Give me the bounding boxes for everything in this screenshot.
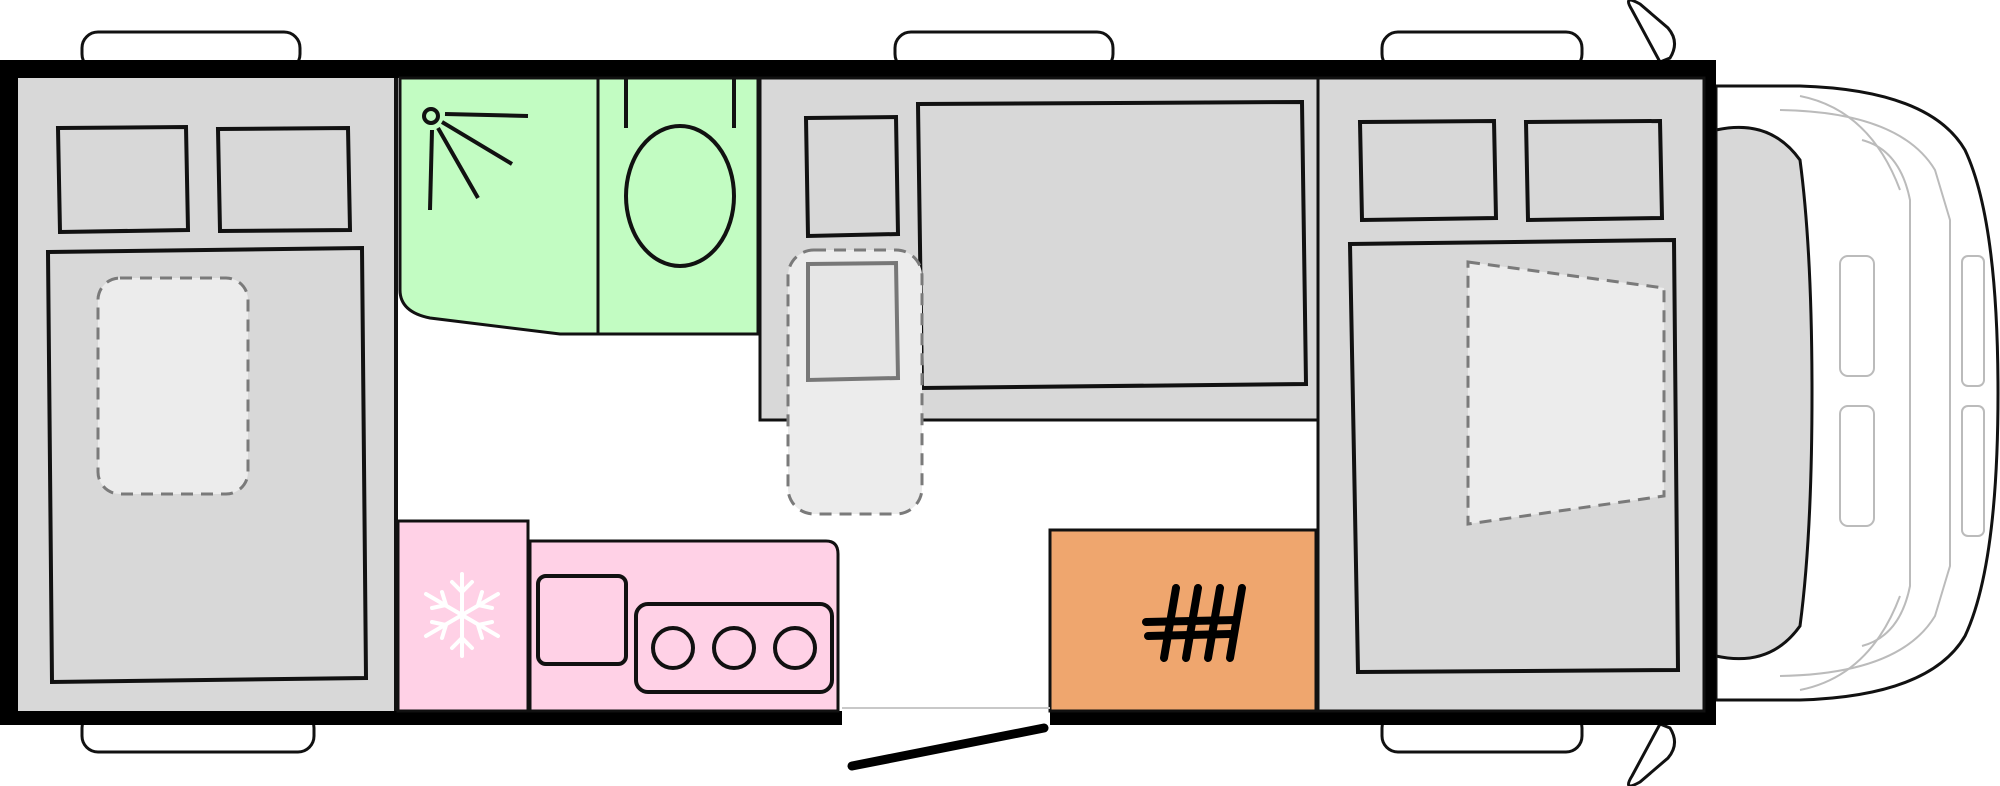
pillow [215, 125, 353, 234]
seating-icon [803, 114, 901, 239]
entrance-door [842, 707, 1050, 771]
door-icon [847, 723, 1049, 771]
rear-bed [18, 78, 398, 711]
shower-icon [422, 107, 529, 211]
shower [398, 76, 600, 336]
snowflake-icon [424, 572, 500, 658]
pillow [1357, 118, 1499, 223]
pillow [55, 124, 191, 235]
mirror-icon [1626, 0, 1676, 786]
kitchen [528, 539, 840, 713]
toilet [596, 76, 760, 336]
sink-icon [536, 574, 628, 666]
table-icon [915, 99, 1309, 391]
driver-cab-icon [1714, 84, 2000, 702]
heater [1048, 528, 1318, 713]
hob-icon [634, 602, 834, 694]
mattress-outline [1466, 260, 1666, 526]
mattress-outline [96, 276, 250, 496]
dinette [758, 76, 1320, 516]
heater-icon [1142, 584, 1246, 662]
toilet-icon [624, 78, 736, 268]
front-bed [1316, 76, 1706, 713]
pillow [1523, 118, 1665, 223]
fridge [396, 519, 530, 713]
swivel-seat-icon [806, 260, 901, 383]
